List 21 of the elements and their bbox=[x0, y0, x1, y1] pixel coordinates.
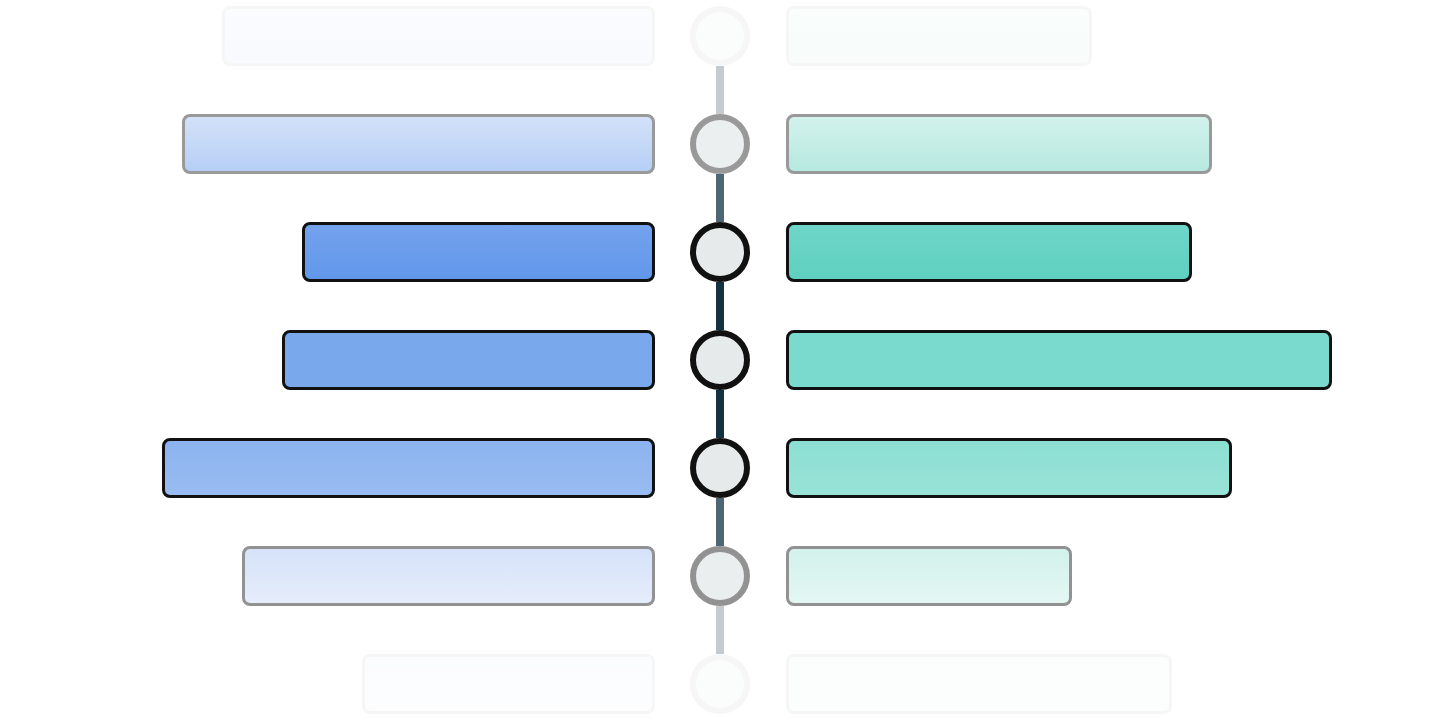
timeline-circle bbox=[690, 330, 750, 390]
timeline-bar bbox=[242, 546, 655, 606]
timeline-bar bbox=[302, 222, 655, 282]
timeline-circle bbox=[690, 222, 750, 282]
connector-line bbox=[716, 606, 724, 654]
timeline-bar bbox=[786, 546, 1072, 606]
connector-line bbox=[716, 498, 724, 546]
timeline-bar bbox=[786, 114, 1212, 174]
timeline-bar bbox=[162, 438, 655, 498]
timeline-circle bbox=[690, 546, 750, 606]
timeline-bar bbox=[786, 438, 1232, 498]
timeline-circle bbox=[690, 438, 750, 498]
connector-line bbox=[716, 282, 724, 330]
timeline-bar bbox=[786, 330, 1332, 390]
timeline-bar bbox=[182, 114, 655, 174]
connector-line bbox=[716, 390, 724, 438]
connector-line bbox=[716, 174, 724, 222]
timeline-circle bbox=[690, 114, 750, 174]
timeline-bar bbox=[786, 222, 1192, 282]
connector-line bbox=[716, 66, 724, 114]
timeline-bar bbox=[282, 330, 655, 390]
